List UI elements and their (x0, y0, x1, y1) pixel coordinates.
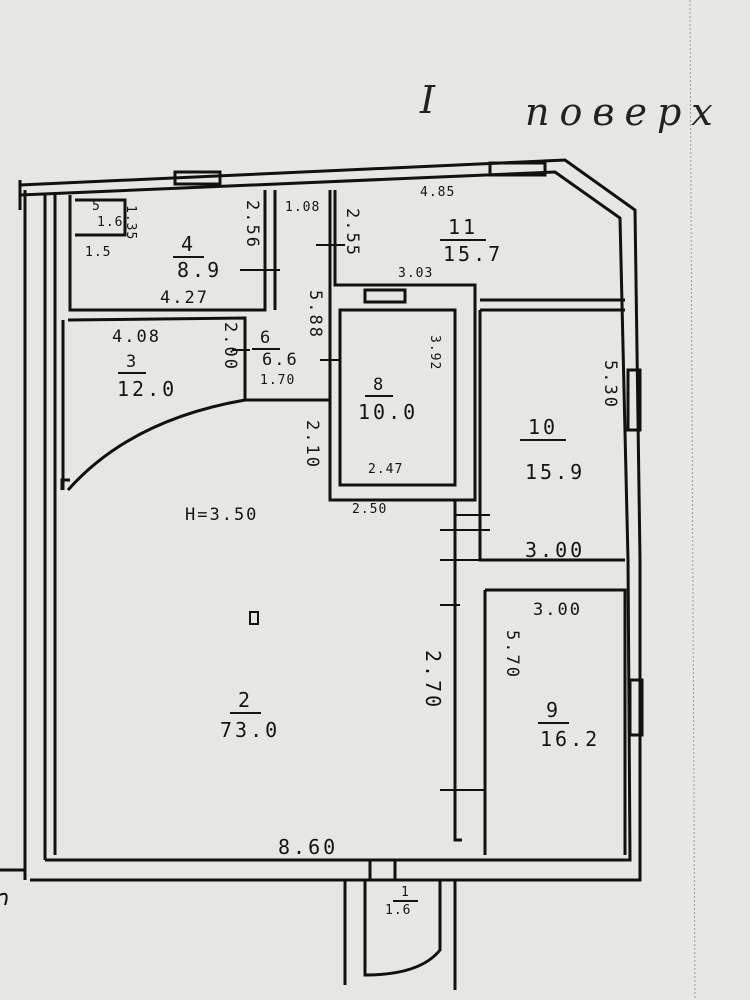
room-8-wall (338, 308, 457, 487)
room-number: 4 (173, 232, 205, 258)
room-dim: 2.50 (352, 502, 388, 517)
room-number: 8 (365, 375, 394, 397)
room-area: 15.9 (525, 460, 586, 484)
room-dim: 8.60 (278, 835, 339, 859)
room-area: 10.0 (358, 400, 419, 424)
room-dim: 3.92 (427, 335, 442, 371)
room-dim: 4.27 (160, 288, 209, 308)
room-dim: 3.03 (398, 266, 434, 281)
room-dim: 4.85 (420, 185, 456, 200)
room-dim: 3.00 (525, 538, 586, 562)
window (626, 368, 642, 432)
room-area: 15.7 (443, 242, 504, 266)
floor-number: I (420, 78, 446, 122)
room-dim: 5.70 (502, 630, 522, 679)
room-area: 16.2 (540, 727, 601, 751)
room-dim: 2.55 (342, 208, 362, 257)
room-dim: 1.5 (85, 245, 112, 260)
room-area: 12.0 (117, 377, 178, 401)
room-area: 1.6 (97, 215, 124, 230)
room-area: 1.6 (385, 903, 412, 918)
room-number: 3 (118, 352, 147, 374)
room-dim: 4.08 (112, 327, 161, 347)
room-dim: 1.35 (123, 205, 138, 241)
room-dim: 1.70 (260, 373, 296, 388)
room-dim: 1.08 (285, 200, 321, 215)
room-area: 6.6 (262, 350, 299, 370)
room-dim: 2.00 (220, 322, 240, 371)
left-wall (0, 190, 57, 880)
room-dim: 2.10 (302, 420, 322, 469)
floor-word: поверх (525, 90, 723, 134)
room-number: 5 (92, 199, 101, 214)
room-number: 1 (393, 885, 418, 902)
outer-wall-inner (19, 158, 642, 882)
ceiling-height: H=3.50 (185, 505, 259, 525)
room-area: 73.0 (220, 718, 281, 742)
room-dim: 2.56 (242, 200, 262, 249)
room-dim: 5.30 (600, 360, 620, 409)
room-number: 11 (440, 215, 487, 241)
room-dim: 2.47 (368, 462, 404, 477)
room-number: 9 (538, 698, 570, 724)
room-number: 2 (230, 688, 262, 714)
window (628, 678, 644, 737)
room-number: 6 (252, 328, 281, 350)
room-dim: 2.70 (421, 650, 445, 711)
column-mark (249, 611, 259, 625)
outer-wall (19, 170, 632, 862)
room-area: 8.9 (177, 258, 223, 282)
window (488, 161, 547, 177)
room-dim: 5.88 (305, 290, 325, 339)
room-dim: 3.00 (533, 600, 582, 620)
room-number: 10 (520, 415, 567, 441)
window (173, 170, 222, 186)
